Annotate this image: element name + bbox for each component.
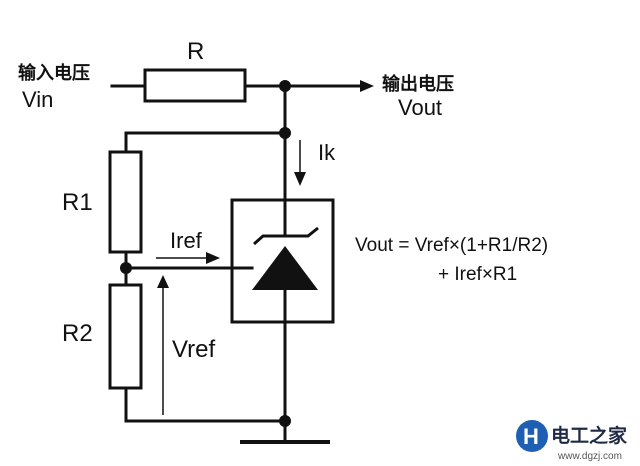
input-label-en: Vin [22,87,53,112]
voltage-vref-label: Vref [172,336,215,363]
resistor-r-label: R [187,38,204,65]
formula-line-2: + Iref×R1 [438,264,517,285]
logo-circle [516,420,548,452]
current-ik-label: Ik [318,140,336,165]
output-label-en: Vout [398,95,442,120]
logo-letter: H [523,424,539,449]
watermark-url: www.dgzj.com [557,451,622,462]
resistor-r-body [143,68,247,103]
vref-arrow-head [157,275,169,288]
formula-line-1: Vout = Vref×(1+R1/R2) [355,235,548,256]
resistor-r1-label: R1 [62,189,93,216]
resistor-r2-label: R2 [62,320,93,347]
resistor-r2-body [108,283,143,390]
junction-output [279,80,291,92]
tl431-triangle [252,246,318,290]
output-label-cn: 输出电压 [382,73,454,95]
input-label-cn: 输入电压 [18,62,90,84]
watermark-logo: H 电工之家 www.dgzj.com [516,420,628,462]
resistor-r1-body [108,150,143,254]
ik-arrow-head [294,172,306,186]
output-arrow [360,80,374,92]
iref-arrow-head [206,252,220,264]
current-iref-label: Iref [170,228,203,253]
watermark-brand: 电工之家 [551,424,628,447]
